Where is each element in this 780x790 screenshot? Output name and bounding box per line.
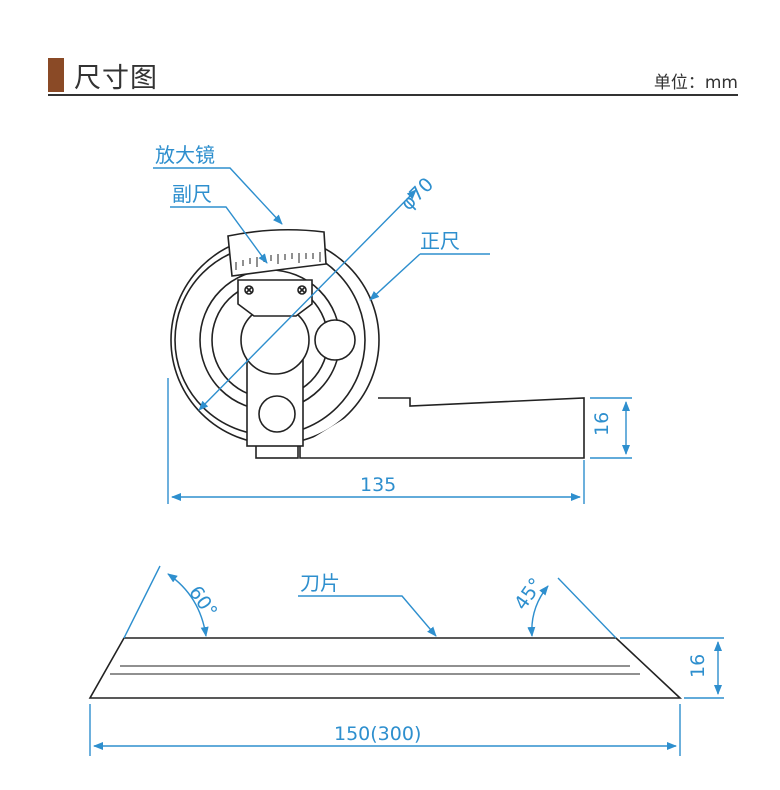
unit-label: 单位：mm <box>653 73 738 93</box>
header: 尺寸图 单位：mm <box>48 54 738 96</box>
angle-60-label: 60° <box>184 582 221 622</box>
vernier-label: 副尺 <box>172 182 212 206</box>
blade-callouts <box>89 565 724 756</box>
header-rule <box>48 94 738 96</box>
magnifier-label: 放大镜 <box>155 143 215 167</box>
angle-45-label: 45° <box>510 574 547 614</box>
top-view-callouts <box>153 167 632 504</box>
diameter-label: φ70 <box>397 173 439 215</box>
height-16-top-label: 16 <box>591 412 613 436</box>
height-16-blade-label: 16 <box>687 654 709 678</box>
page-title: 尺寸图 <box>74 63 158 94</box>
main-scale-label: 正尺 <box>420 229 460 253</box>
blade-label: 刀片 <box>300 571 340 595</box>
length-150-label: 150(300) <box>334 723 421 745</box>
title-accent-bar <box>48 58 64 92</box>
length-135-label: 135 <box>360 474 396 496</box>
protractor-head <box>170 228 585 459</box>
blade <box>88 637 683 699</box>
